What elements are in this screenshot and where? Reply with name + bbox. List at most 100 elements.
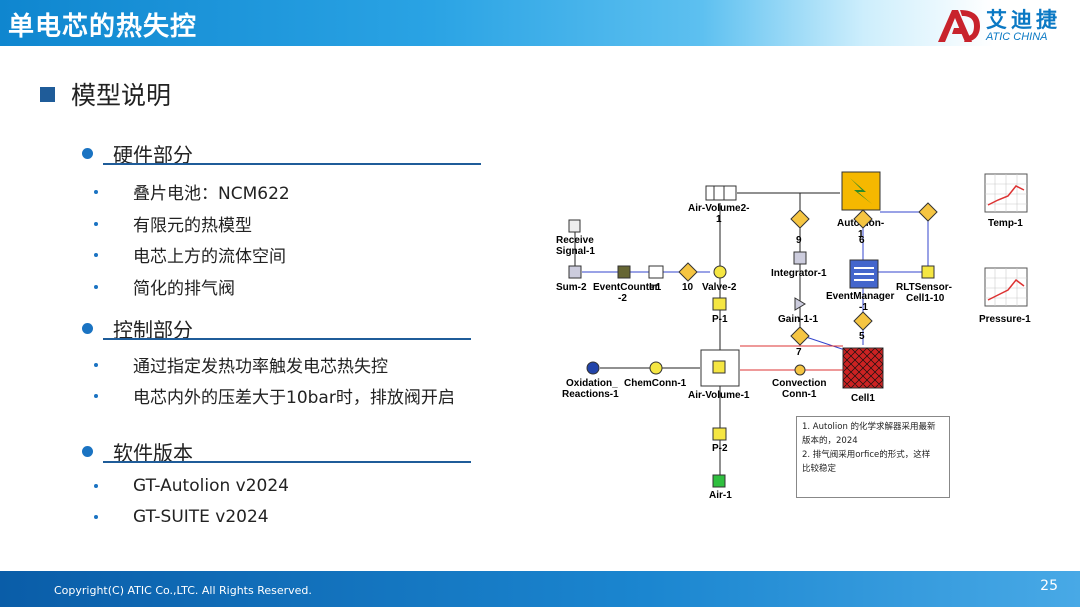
list-item: 有限元的热模型 bbox=[94, 211, 252, 236]
svg-text:Cell1-10: Cell1-10 bbox=[906, 293, 945, 304]
note-box: 1. Autolion 的化学求解器采用最新 版本的，2024 2. 排气阀采用… bbox=[796, 416, 950, 498]
svg-text:-2: -2 bbox=[618, 293, 627, 304]
svg-text:1: 1 bbox=[716, 214, 722, 225]
footer-bar: Copyright(C) ATIC Co.,LTC. All Rights Re… bbox=[0, 571, 1080, 607]
svg-text:7: 7 bbox=[796, 347, 802, 358]
svg-text:EventCounter: EventCounter bbox=[593, 282, 659, 293]
svg-text:10: 10 bbox=[682, 282, 694, 293]
title-bar: 单电芯的热失控 艾迪捷 ATIC CHINA bbox=[0, 0, 1080, 46]
svg-text:Cell1: Cell1 bbox=[851, 393, 875, 404]
list-item: 电芯上方的流体空间 bbox=[94, 242, 286, 267]
integrator-icon bbox=[793, 251, 807, 265]
list-item: 通过指定发热功率触发电芯热失控 bbox=[94, 352, 388, 377]
logo-cn-text: 艾迪捷 bbox=[986, 8, 1061, 32]
chemconn-icon bbox=[649, 361, 663, 375]
dot-bullet-icon bbox=[82, 323, 93, 334]
list-item-text: 叠片电池：NCM622 bbox=[133, 184, 290, 204]
copyright-text: Copyright(C) ATIC Co.,LTC. All Rights Re… bbox=[54, 584, 312, 597]
list-item: 叠片电池：NCM622 bbox=[94, 179, 290, 204]
svg-text:Signal-1: Signal-1 bbox=[556, 246, 595, 257]
svg-text:Convection: Convection bbox=[772, 378, 826, 389]
bullet-icon bbox=[94, 362, 98, 367]
divider bbox=[103, 338, 471, 340]
note-line: 1. Autolion 的化学求解器采用最新 bbox=[802, 422, 936, 432]
svg-text:Air-Volume-1: Air-Volume-1 bbox=[688, 390, 750, 401]
svg-text:-1: -1 bbox=[859, 302, 868, 313]
svg-text:5: 5 bbox=[859, 331, 865, 342]
sum-icon bbox=[568, 265, 582, 279]
list-item-text: 简化的排气阀 bbox=[133, 279, 235, 299]
oxidation-icon bbox=[586, 361, 600, 375]
list-item: GT-Autolion v2024 bbox=[94, 476, 289, 496]
list-item-text: 电芯内外的压差大于10bar时，排放阀开启 bbox=[133, 388, 455, 408]
bullet-icon bbox=[94, 252, 98, 257]
list-item-text: GT-SUITE v2024 bbox=[133, 507, 269, 527]
switch-10-icon bbox=[678, 262, 698, 282]
svg-text:9: 9 bbox=[796, 235, 802, 246]
svg-text:Pressure-1: Pressure-1 bbox=[979, 314, 1031, 325]
list-item-text: 电芯上方的流体空间 bbox=[133, 247, 286, 267]
section-title: 模型说明 bbox=[71, 81, 172, 110]
svg-text:RLTSensor-: RLTSensor- bbox=[896, 282, 952, 293]
svg-text:Air-1: Air-1 bbox=[709, 490, 732, 501]
cell1-icon bbox=[842, 347, 884, 389]
atic-logo-icon bbox=[938, 10, 980, 42]
switch-rlt-icon bbox=[918, 202, 938, 222]
logo-en-text: ATIC CHINA bbox=[986, 31, 1048, 43]
bullet-icon bbox=[94, 393, 98, 398]
bullet-icon bbox=[94, 189, 98, 194]
svg-text:Conn-1: Conn-1 bbox=[782, 389, 817, 400]
note-line: 比较稳定 bbox=[802, 464, 837, 474]
switch-9-icon bbox=[790, 209, 810, 229]
p1-icon bbox=[712, 297, 727, 311]
p2-icon bbox=[712, 427, 727, 441]
svg-text:Ir1: Ir1 bbox=[649, 282, 662, 293]
gain-icon bbox=[794, 297, 806, 311]
svg-text:P-1: P-1 bbox=[712, 314, 728, 325]
page-number: 25 bbox=[1040, 578, 1058, 594]
rlt-sensor-icon bbox=[921, 265, 935, 279]
note-line: 2. 排气阀采用orfice的形式，这样 bbox=[802, 450, 931, 460]
list-item-text: GT-Autolion v2024 bbox=[133, 476, 289, 496]
section-header: 模型说明 bbox=[40, 76, 171, 112]
event-counter-icon bbox=[617, 265, 631, 279]
bullet-icon bbox=[94, 284, 98, 289]
bullet-icon bbox=[94, 484, 98, 488]
air-volume2-label: Air-Volume2- bbox=[688, 203, 750, 214]
air1-icon bbox=[712, 474, 726, 488]
divider bbox=[103, 163, 481, 165]
dot-bullet-icon bbox=[82, 148, 93, 159]
pressure-plot-icon bbox=[984, 267, 1028, 307]
svg-text:Receive: Receive bbox=[556, 235, 594, 246]
list-item-text: 有限元的热模型 bbox=[133, 216, 252, 236]
svg-text:Gain-1-1: Gain-1-1 bbox=[778, 314, 818, 325]
convection-icon bbox=[794, 364, 806, 376]
bullet-icon bbox=[94, 515, 98, 519]
svg-text:ChemConn-1: ChemConn-1 bbox=[624, 378, 687, 389]
svg-text:Valve-2: Valve-2 bbox=[702, 282, 737, 293]
air-volume2-icon bbox=[705, 185, 737, 201]
svg-text:Oxidation_: Oxidation_ bbox=[566, 378, 618, 389]
switch-7-icon bbox=[790, 326, 810, 346]
svg-text:Temp-1: Temp-1 bbox=[988, 218, 1023, 229]
svg-text:1: 1 bbox=[858, 229, 864, 240]
svg-text:EventManager: EventManager bbox=[826, 291, 894, 302]
model-diagram: Air-Volume2- 1 Receive Signal-1 Sum-2 Ev… bbox=[556, 171, 1031, 501]
switch-5-icon bbox=[853, 311, 873, 331]
svg-text:P-2: P-2 bbox=[712, 443, 728, 454]
divider bbox=[103, 461, 471, 463]
ir-icon bbox=[648, 265, 664, 279]
bullet-icon bbox=[94, 221, 98, 226]
list-item: GT-SUITE v2024 bbox=[94, 507, 269, 527]
list-item-text: 通过指定发热功率触发电芯热失控 bbox=[133, 357, 388, 377]
note-line: 版本的，2024 bbox=[802, 436, 858, 446]
svg-text:Sum-2: Sum-2 bbox=[556, 282, 587, 293]
svg-text:Integrator-1: Integrator-1 bbox=[771, 268, 827, 279]
thermal-lines bbox=[740, 345, 843, 371]
square-bullet-icon bbox=[40, 86, 55, 102]
list-item: 电芯内外的压差大于10bar时，排放阀开启 bbox=[94, 383, 455, 408]
svg-text:6: 6 bbox=[859, 235, 865, 246]
temp-plot-icon bbox=[984, 173, 1028, 213]
list-item: 简化的排气阀 bbox=[94, 274, 235, 299]
receive-signal-icon bbox=[568, 219, 581, 233]
